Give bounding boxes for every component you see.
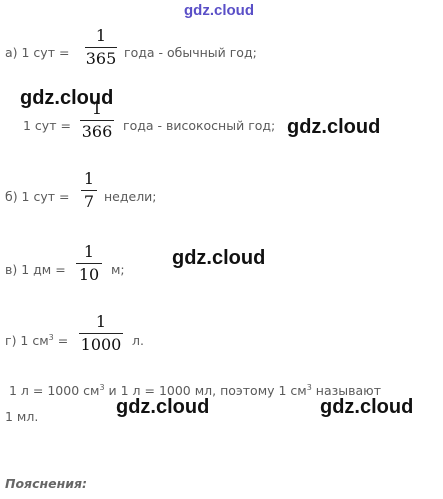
note-part2: и 1 л = 1000 мл, поэтому 1 см: [104, 383, 307, 399]
item-a2-suffix: года - високосный год;: [123, 118, 276, 133]
note-part1: 1 л = 1000 см: [9, 383, 100, 399]
note-line1: 1 л = 1000 см3 и 1 л = 1000 мл, поэтому …: [9, 383, 381, 398]
item-g-denominator: 1000: [80, 335, 122, 354]
item-g-prefix-sup: 3: [48, 333, 54, 342]
note-sup1: 3: [99, 383, 105, 392]
item-v-fraction: 1 10: [76, 243, 102, 284]
item-v-denominator: 10: [78, 265, 100, 284]
item-a1-denominator: 365: [85, 49, 117, 68]
item-g-numerator: 1: [95, 312, 107, 331]
item-a1-suffix: года - обычный год;: [124, 45, 257, 60]
item-v-suffix: м;: [111, 262, 125, 277]
item-g-prefix-eq: =: [53, 333, 69, 349]
watermark: gdz.cloud: [320, 396, 414, 418]
fraction-bar: [79, 333, 123, 334]
item-g-suffix: л.: [132, 333, 144, 348]
item-g-fraction: 1 1000: [79, 313, 123, 354]
note-line2: 1 мл.: [5, 409, 39, 424]
item-a2-numerator: 1: [91, 99, 103, 118]
item-a1-prefix: а) 1 сут =: [5, 45, 70, 60]
fraction-bar: [85, 47, 117, 48]
note-sup2: 3: [306, 383, 312, 392]
watermark: gdz.cloud: [172, 247, 266, 269]
item-b-denominator: 7: [83, 192, 95, 211]
watermark-top: gdz.cloud: [184, 2, 254, 19]
watermark: gdz.cloud: [20, 87, 114, 109]
fraction-bar: [76, 263, 102, 264]
note-part3: называют: [311, 383, 381, 399]
item-g-prefix: г) 1 см3 =: [5, 333, 68, 348]
item-b-prefix: б) 1 сут =: [5, 189, 70, 204]
watermark: gdz.cloud: [116, 396, 210, 418]
item-a2-denominator: 366: [81, 122, 113, 141]
item-a2-prefix: 1 сут =: [23, 118, 71, 133]
explanations-title: Пояснения:: [5, 476, 88, 491]
item-b-fraction: 1 7: [81, 170, 97, 211]
item-b-numerator: 1: [83, 169, 95, 188]
watermark: gdz.cloud: [287, 116, 381, 138]
item-v-prefix: в) 1 дм =: [5, 262, 66, 277]
item-a2-fraction: 1 366: [80, 100, 114, 141]
item-a1-fraction: 1 365: [85, 27, 117, 68]
item-v-numerator: 1: [83, 242, 95, 261]
fraction-bar: [80, 120, 114, 121]
item-a1-numerator: 1: [95, 26, 107, 45]
item-b-suffix: недели;: [104, 189, 157, 204]
fraction-bar: [81, 190, 97, 191]
item-g-prefix-main: г) 1 см: [5, 333, 49, 349]
